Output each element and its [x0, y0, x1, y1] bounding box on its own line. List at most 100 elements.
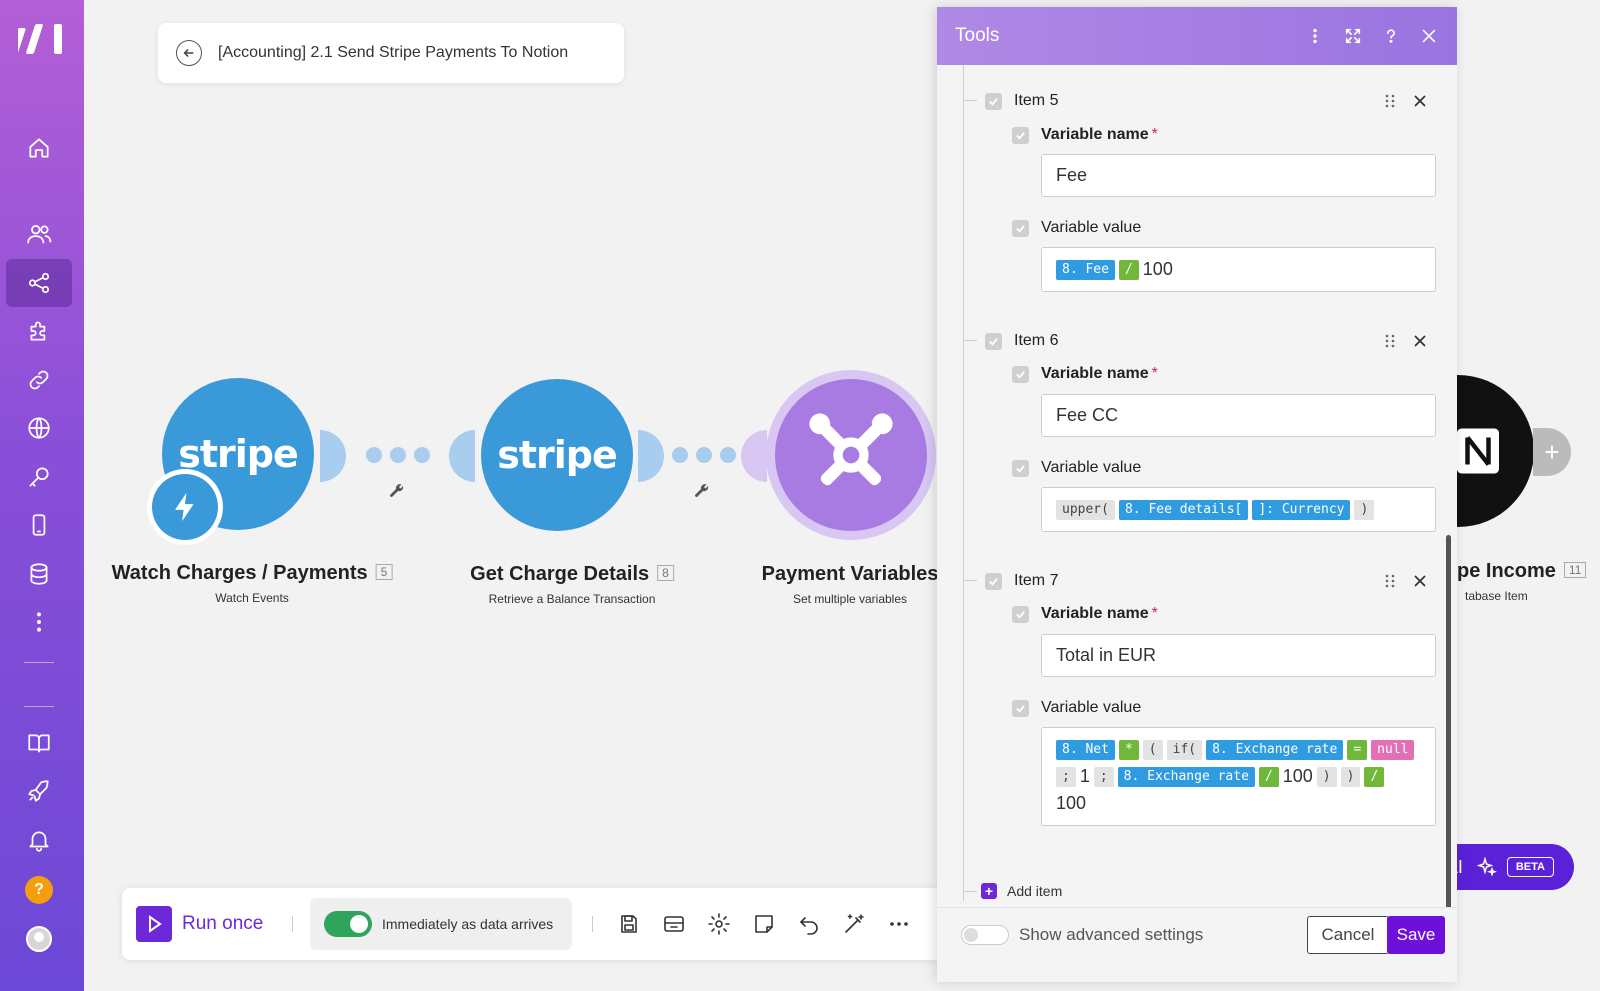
variable-name-input[interactable]: Fee CC — [1041, 394, 1436, 437]
remove-item-icon[interactable] — [1413, 94, 1427, 113]
field-checkbox[interactable] — [1012, 699, 1029, 717]
schedule-setting[interactable]: Immediately as data arrives — [310, 898, 572, 950]
item-checkbox[interactable] — [985, 92, 1002, 110]
remove-item-icon[interactable] — [1413, 574, 1427, 593]
help-question-icon[interactable] — [1381, 26, 1401, 46]
home-icon[interactable] — [6, 124, 72, 172]
field-checkbox[interactable] — [1012, 365, 1029, 383]
team-icon[interactable] — [6, 210, 72, 258]
notes-icon[interactable] — [752, 912, 776, 936]
save-disk-icon[interactable] — [617, 912, 641, 936]
item-header: Item 6 — [985, 332, 1058, 350]
more-vertical-icon[interactable] — [6, 598, 72, 646]
variable-name-input[interactable]: Fee — [1041, 154, 1436, 197]
scenarios-icon[interactable] — [6, 259, 72, 307]
notifications-bell-icon[interactable] — [6, 816, 72, 864]
route-dot — [390, 447, 406, 463]
field-label-row: Variable name* — [1012, 605, 1158, 623]
scheduling-toggle[interactable] — [324, 911, 372, 937]
expression-token: ) — [1316, 767, 1337, 787]
add-module-plus-icon[interactable]: + — [1533, 428, 1571, 476]
tree-branch — [963, 340, 977, 341]
route-wrench-icon[interactable] — [694, 483, 710, 499]
expression-token: ( — [1142, 740, 1163, 760]
expression-token: / — [1364, 767, 1385, 787]
field-label-row: Variable value — [1012, 699, 1141, 717]
add-item-label: Add item — [1007, 883, 1063, 899]
run-once-button[interactable]: Run once — [136, 906, 263, 942]
data-stores-icon[interactable] — [6, 550, 72, 598]
field-label-row: Variable value — [1012, 219, 1141, 237]
variable-value-input[interactable]: 8. Fee/100 — [1041, 247, 1436, 292]
drag-handle-icon[interactable] — [1383, 573, 1397, 594]
add-item-button[interactable]: + Add item — [981, 883, 1062, 899]
webhooks-globe-icon[interactable] — [6, 404, 72, 452]
field-label-row: Variable name* — [1012, 126, 1158, 144]
variable-value-label: Variable value — [1041, 459, 1142, 476]
field-checkbox[interactable] — [1012, 219, 1029, 237]
node-connector[interactable] — [741, 430, 767, 482]
required-asterisk: * — [1151, 605, 1158, 622]
panel-title: Tools — [955, 25, 1000, 46]
variable-value-input[interactable]: 8. Net*(if(8. Exchange rate=null;1;8. Ex… — [1041, 727, 1436, 826]
settings-gear-icon[interactable] — [707, 912, 731, 936]
field-checkbox[interactable] — [1012, 605, 1029, 623]
advanced-settings-toggle[interactable] — [961, 925, 1009, 945]
node-connector[interactable] — [638, 430, 664, 482]
node-payment-variables[interactable] — [766, 370, 936, 540]
drag-handle-icon[interactable] — [1383, 333, 1397, 354]
route-dot — [366, 447, 382, 463]
tree-branch — [963, 580, 977, 581]
sidebar-divider — [24, 706, 54, 707]
scenario-title: [Accounting] 2.1 Send Stripe Payments To… — [218, 44, 569, 61]
variable-value-label: Variable value — [1041, 699, 1142, 716]
expression-token: 8. Fee details[ — [1118, 500, 1249, 520]
variable-name-label: Variable name — [1041, 126, 1149, 143]
variable-value-input[interactable]: upper(8. Fee details[]: Currency) — [1041, 487, 1436, 532]
expand-icon[interactable] — [1343, 26, 1363, 46]
sidebar-divider — [24, 662, 54, 663]
node-connector[interactable] — [320, 430, 346, 482]
node-subtitle: Watch Events — [215, 591, 289, 605]
make-logo-icon[interactable] — [10, 22, 62, 56]
field-checkbox[interactable] — [1012, 459, 1029, 477]
node-title: Payment Variables — [761, 563, 939, 585]
auto-align-wand-icon[interactable] — [842, 912, 866, 936]
expression-literal: 100 — [1282, 766, 1313, 786]
item-checkbox[interactable] — [985, 332, 1002, 350]
remove-item-icon[interactable] — [1413, 334, 1427, 353]
connections-link-icon[interactable] — [6, 356, 72, 404]
drag-handle-icon[interactable] — [1383, 93, 1397, 114]
stripe-logo-icon: stripe — [178, 432, 299, 476]
undo-icon[interactable] — [797, 912, 821, 936]
help-icon[interactable]: ? — [6, 866, 72, 914]
scrollbar[interactable] — [1446, 535, 1451, 915]
variable-name-input[interactable]: Total in EUR — [1041, 634, 1436, 677]
docs-book-icon[interactable] — [6, 719, 72, 767]
devices-phone-icon[interactable] — [6, 501, 72, 549]
node-get-charge-details[interactable]: stripe — [481, 379, 633, 531]
expression-token: 8. Exchange rate — [1117, 767, 1255, 787]
user-avatar[interactable] — [6, 915, 72, 963]
item-label: Item 7 — [1014, 572, 1059, 589]
field-checkbox[interactable] — [1012, 126, 1029, 144]
expression-token: ) — [1340, 767, 1361, 787]
close-icon[interactable] — [1419, 26, 1439, 46]
back-arrow-icon[interactable] — [176, 40, 202, 66]
variable-name-label: Variable name — [1041, 605, 1149, 622]
save-button[interactable]: Save — [1387, 916, 1445, 954]
kebab-menu-icon[interactable] — [1305, 26, 1325, 46]
cancel-button[interactable]: Cancel — [1307, 916, 1389, 954]
node-connector[interactable] — [449, 430, 475, 482]
keys-icon[interactable] — [6, 453, 72, 501]
rocket-icon[interactable] — [6, 767, 72, 815]
plus-icon: + — [981, 883, 997, 899]
item-controls — [1383, 93, 1427, 114]
explain-flow-icon[interactable] — [662, 912, 686, 936]
route-wrench-icon[interactable] — [389, 483, 405, 499]
panel-footer: Show advanced settings Cancel Save — [937, 907, 1457, 982]
more-horizontal-icon[interactable] — [887, 912, 911, 936]
apps-puzzle-icon[interactable] — [6, 307, 72, 355]
item-checkbox[interactable] — [985, 572, 1002, 590]
